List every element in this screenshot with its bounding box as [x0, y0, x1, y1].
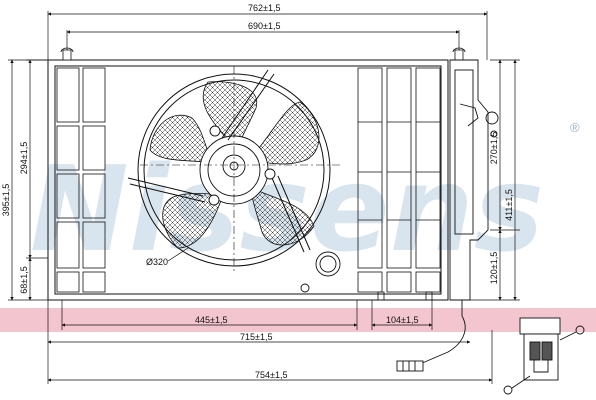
- wiring-harness: [396, 300, 466, 372]
- dimension-lines: [8, 11, 520, 384]
- fan-diameter-leader: [167, 247, 189, 262]
- dimension-right-lower: 120±1,5: [489, 252, 499, 284]
- right-grille: [357, 67, 441, 301]
- dimension-right-upper: 270±1,5: [489, 132, 499, 164]
- watermark-band: [0, 308, 596, 332]
- dimension-top-overall: 762±1,5: [248, 3, 280, 13]
- fan-struts: [127, 66, 340, 272]
- fan-diameter-label: Ø320: [146, 257, 168, 267]
- dimension-right-middle: 411±1,5: [504, 189, 514, 221]
- dimension-left-upper: 294±1,5: [19, 142, 29, 174]
- registered-mark: ®: [570, 120, 580, 135]
- dimension-left-overall: 395±1,5: [1, 184, 11, 216]
- left-grille: [56, 67, 106, 293]
- side-bracket: [449, 59, 499, 301]
- connector-detail: [503, 317, 585, 395]
- dimension-bottom-left: 445±1,5: [195, 315, 227, 325]
- drain-fitting: [300, 251, 341, 293]
- dimension-bottom-middle: 715±1,5: [240, 332, 272, 342]
- dimension-left-lower: 68±1,5: [19, 266, 29, 293]
- dimension-bottom-overall: 754±1,5: [255, 370, 287, 380]
- fan-blades: [149, 81, 320, 249]
- dimension-top-inner: 690±1,5: [248, 21, 280, 31]
- dimension-bottom-right: 104±1,5: [386, 315, 418, 325]
